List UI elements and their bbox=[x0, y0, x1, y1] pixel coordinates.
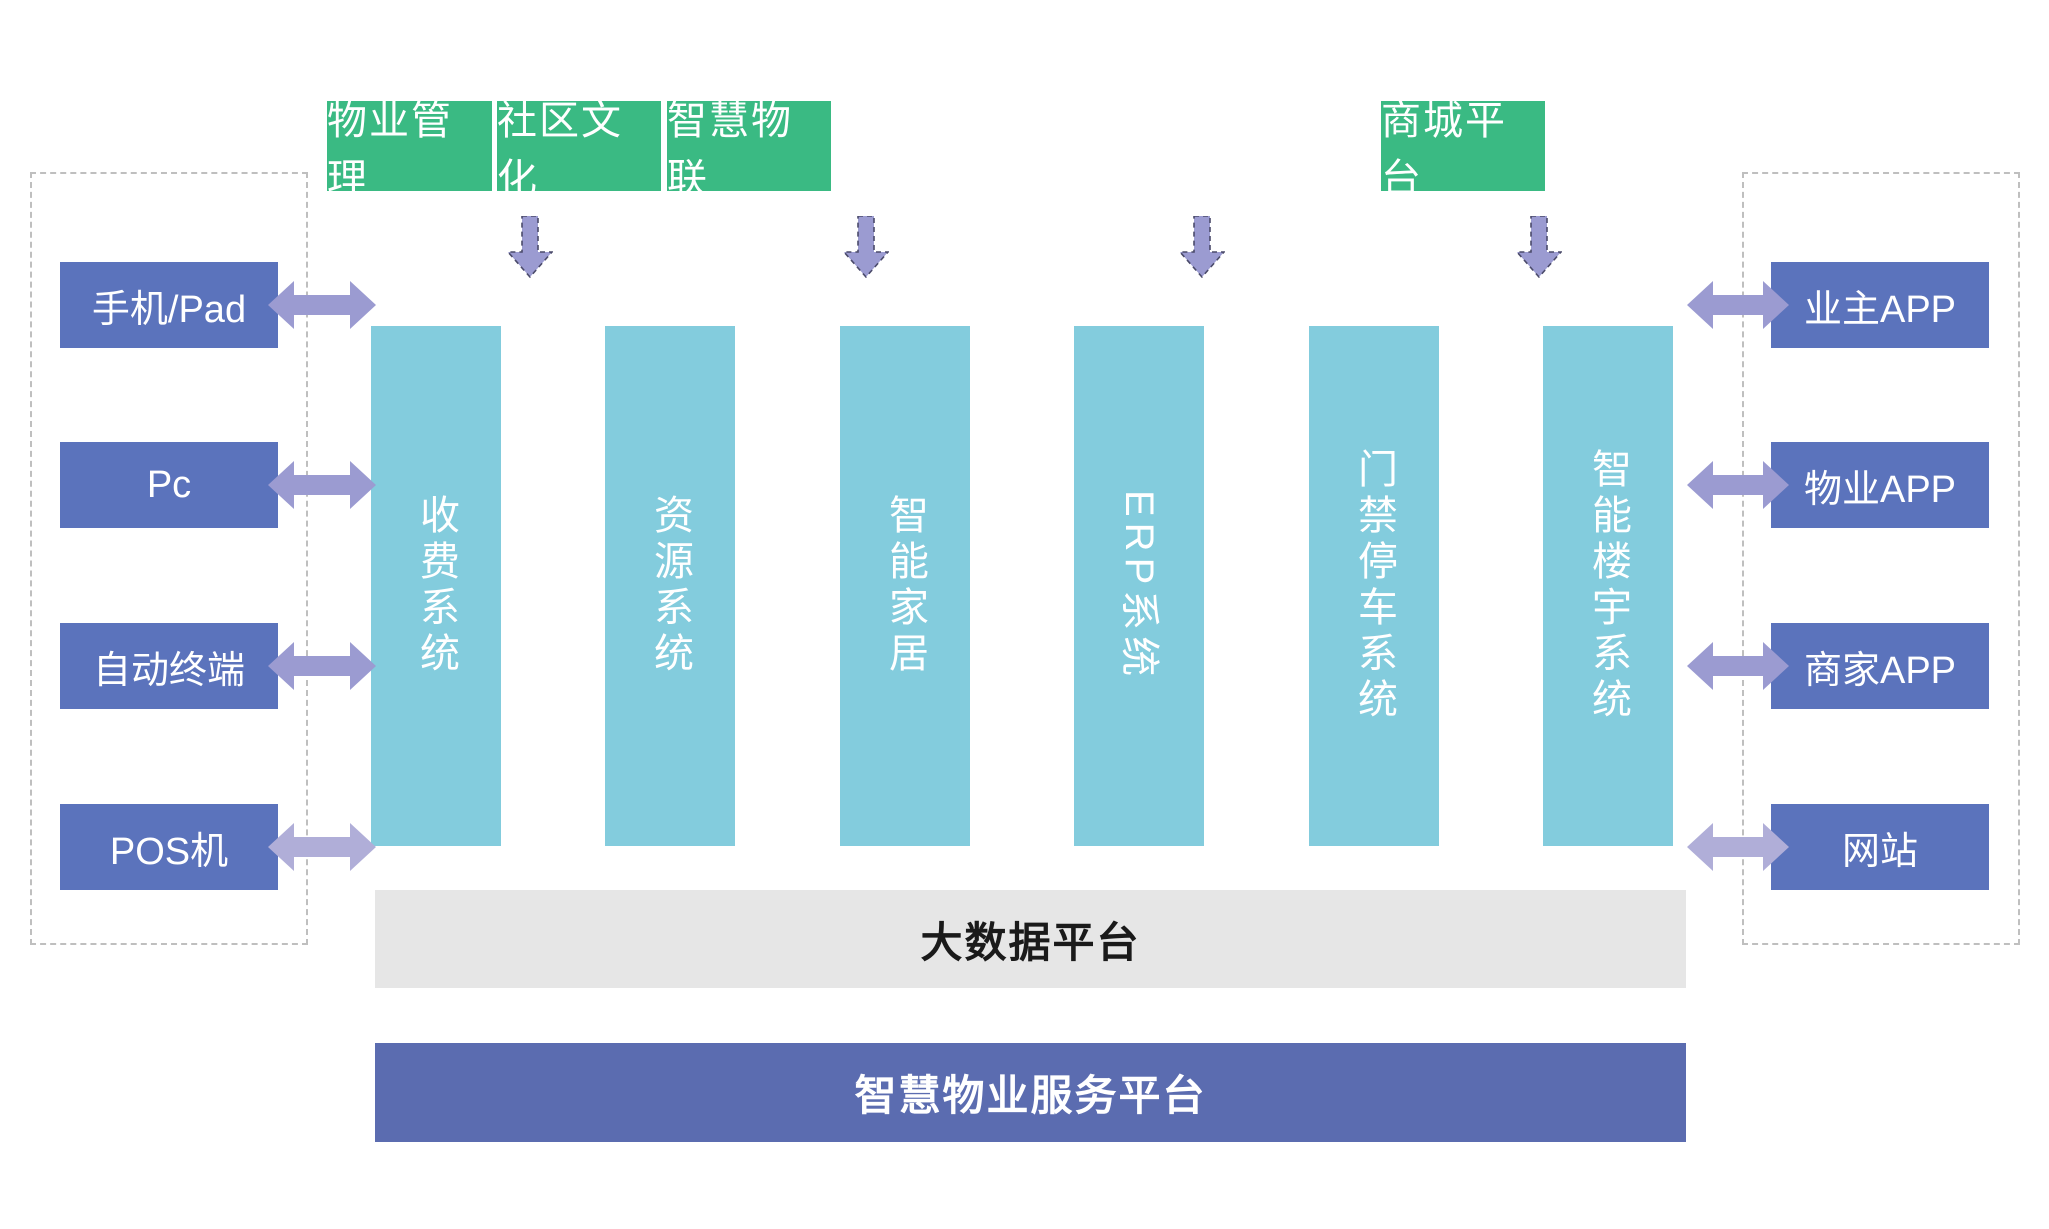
system-column-label: 资源系统 bbox=[648, 494, 692, 678]
top-module-card-smart-iot[interactable]: 智慧物联 bbox=[667, 99, 831, 201]
link-arrow-owner-app bbox=[1687, 278, 1789, 332]
terminal-card-pc[interactable]: Pc bbox=[60, 442, 278, 528]
system-column-label: 门禁停车系统 bbox=[1352, 448, 1396, 724]
client-label: 业主APP bbox=[1803, 288, 1957, 331]
system-column-access-parking[interactable]: 门禁停车系统 bbox=[1309, 326, 1439, 846]
system-column-resource[interactable]: 资源系统 bbox=[605, 326, 735, 846]
terminal-card-pos[interactable]: POS机 bbox=[60, 804, 278, 890]
top-module-label: 物业管理 bbox=[327, 99, 453, 201]
down-arrow-community-culture bbox=[843, 216, 889, 278]
client-label: 网站 bbox=[1841, 830, 1918, 873]
terminal-card-phone-pad[interactable]: 手机/Pad bbox=[60, 262, 278, 348]
link-arrow-website bbox=[1687, 820, 1789, 874]
top-module-card-property-management[interactable]: 物业管理 bbox=[327, 99, 492, 201]
terminal-label: POS机 bbox=[109, 830, 229, 873]
client-card-property-app[interactable]: 物业APP bbox=[1771, 442, 1989, 528]
system-column-charging[interactable]: 收费系统 bbox=[371, 326, 501, 846]
top-module-card-community-culture[interactable]: 社区文化 bbox=[497, 99, 661, 201]
client-card-merchant-app[interactable]: 商家APP bbox=[1771, 623, 1989, 709]
client-card-owner-app[interactable]: 业主APP bbox=[1771, 262, 1989, 348]
system-column-smart-building[interactable]: 智能楼宇系统 bbox=[1543, 326, 1673, 846]
down-arrow-property-management bbox=[507, 216, 553, 278]
system-column-label: 智能楼宇系统 bbox=[1586, 448, 1630, 724]
down-arrow-mall-platform bbox=[1516, 216, 1562, 278]
system-column-label: ERP系统 bbox=[1117, 489, 1161, 683]
system-column-smart-home[interactable]: 智能家居 bbox=[840, 326, 970, 846]
client-card-website[interactable]: 网站 bbox=[1771, 804, 1989, 890]
top-module-label: 社区文化 bbox=[497, 99, 623, 201]
terminal-label: 自动终端 bbox=[92, 649, 245, 692]
big-data-platform-bar[interactable]: 大数据平台 bbox=[375, 890, 1686, 988]
client-label: 物业APP bbox=[1803, 468, 1957, 511]
link-arrow-pc bbox=[268, 458, 376, 512]
link-arrow-self-service bbox=[268, 639, 376, 693]
down-arrow-smart-iot bbox=[1179, 216, 1225, 278]
top-module-card-mall-platform[interactable]: 商城平台 bbox=[1381, 99, 1545, 201]
system-column-label: 收费系统 bbox=[414, 494, 458, 678]
link-arrow-pos bbox=[268, 820, 376, 874]
system-column-erp[interactable]: ERP系统 bbox=[1074, 326, 1204, 846]
smart-property-service-platform-bar[interactable]: 智慧物业服务平台 bbox=[375, 1043, 1686, 1142]
client-label: 商家APP bbox=[1803, 649, 1957, 692]
top-module-label: 智慧物联 bbox=[667, 99, 793, 201]
terminal-card-self-service[interactable]: 自动终端 bbox=[60, 623, 278, 709]
big-data-platform-label: 大数据平台 bbox=[920, 918, 1141, 966]
left-terminal-group-border bbox=[30, 172, 308, 945]
smart-property-service-platform-label: 智慧物业服务平台 bbox=[854, 1072, 1207, 1119]
terminal-label: Pc bbox=[146, 463, 192, 506]
link-arrow-phone-pad bbox=[268, 278, 376, 332]
link-arrow-property-app bbox=[1687, 458, 1789, 512]
right-client-group-border bbox=[1742, 172, 2020, 945]
top-module-label: 商城平台 bbox=[1381, 99, 1507, 201]
link-arrow-merchant-app bbox=[1687, 639, 1789, 693]
terminal-label: 手机/Pad bbox=[91, 288, 247, 331]
system-column-label: 智能家居 bbox=[883, 494, 927, 678]
